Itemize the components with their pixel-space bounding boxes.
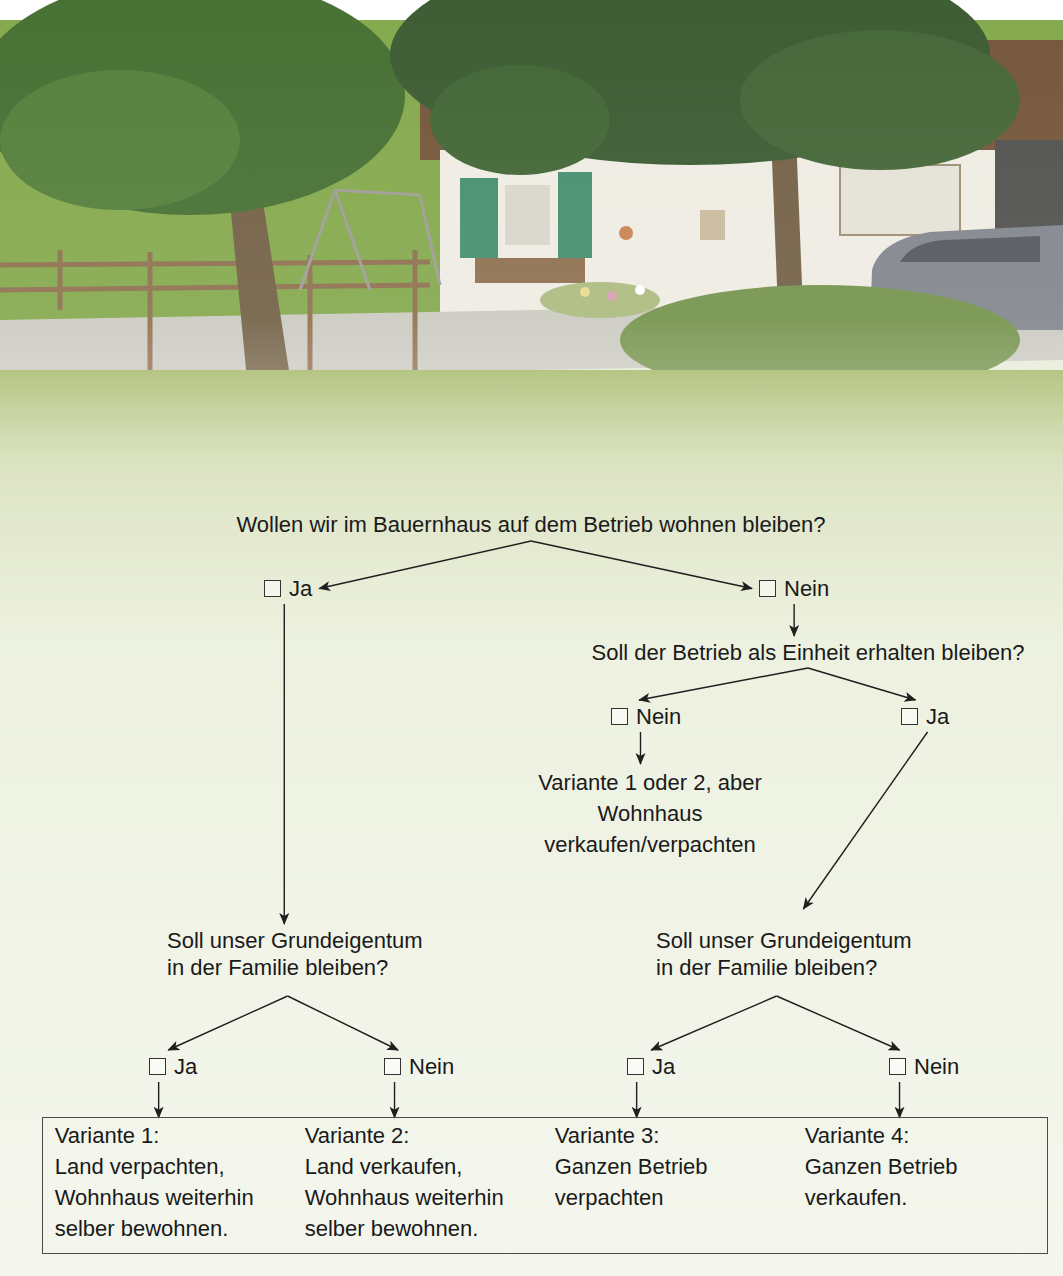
flow-arrow [651, 996, 776, 1050]
question-text: Wollen wir im Bauernhaus auf dem Betrieb… [236, 511, 825, 538]
answer-option: Ja [264, 575, 312, 602]
flow-arrow [319, 541, 531, 589]
flow-arrow [803, 732, 927, 909]
node-label: Ganzen Betrieb verpachten [555, 1151, 787, 1213]
answer-option: Nein [384, 1053, 454, 1080]
variant-heading: Variante 2: [305, 1120, 537, 1151]
node-label: Nein [636, 703, 681, 730]
node-label: Nein [409, 1053, 454, 1080]
flow-arrow [640, 732, 641, 764]
variants-frame: Variante 1:Land verpachten, Wohnhaus wei… [42, 1117, 1048, 1254]
checkbox [384, 1058, 401, 1075]
answer-option: Nein [759, 575, 829, 602]
flow-arrow [284, 604, 285, 924]
checkbox [889, 1058, 906, 1075]
node-label: Ja [926, 703, 949, 730]
node-label: Wollen wir im Bauernhaus auf dem Betrieb… [236, 511, 825, 538]
question-text: Soll unser Grundeigentum in der Familie … [656, 927, 924, 981]
variant-heading: Variante 4: [805, 1120, 1037, 1151]
node-label: Ja [289, 575, 312, 602]
answer-option: Ja [627, 1053, 675, 1080]
checkbox [901, 708, 918, 725]
checkbox [149, 1058, 166, 1075]
node-label: Land verpachten, Wohnhaus weiterhin selb… [55, 1151, 287, 1244]
flow-arrow [793, 604, 794, 636]
variant-box: Variante 2:Land verkaufen, Wohnhaus weit… [305, 1118, 537, 1244]
flow-arrow [636, 1082, 637, 1118]
node-label: Soll unser Grundeigentum in der Familie … [656, 927, 924, 981]
checkbox [759, 580, 776, 597]
node-label: Ganzen Betrieb verkaufen. [805, 1151, 1037, 1213]
variant-box: Variante 4:Ganzen Betrieb verkaufen. [805, 1118, 1037, 1213]
node-label: Land verkaufen, Wohnhaus weiterhin selbe… [305, 1151, 537, 1244]
node-label: Variante 1 oder 2, aber Wohnhaus verkauf… [537, 767, 763, 860]
flow-arrow [899, 1082, 900, 1118]
flow-arrow [531, 541, 752, 589]
question-text: Soll unser Grundeigentum in der Familie … [167, 927, 435, 981]
variant-heading: Variante 3: [555, 1120, 787, 1151]
node-label: Nein [784, 575, 829, 602]
node-label: Soll der Betrieb als Einheit erhalten bl… [592, 639, 1025, 666]
checkbox [627, 1058, 644, 1075]
answer-option: Ja [901, 703, 949, 730]
flow-arrow [288, 996, 398, 1050]
question-text: Soll der Betrieb als Einheit erhalten bl… [592, 639, 1025, 666]
node-label: Nein [914, 1053, 959, 1080]
flow-arrow [777, 996, 900, 1050]
checkbox [611, 708, 628, 725]
node-label: Ja [174, 1053, 197, 1080]
answer-option: Nein [611, 703, 681, 730]
flow-arrow [168, 996, 287, 1050]
node-label: Ja [652, 1053, 675, 1080]
node-label: Soll unser Grundeigentum in der Familie … [167, 927, 435, 981]
variant-heading: Variante 1: [55, 1120, 287, 1151]
variant-box: Variante 1:Land verpachten, Wohnhaus wei… [55, 1118, 287, 1244]
answer-option: Nein [889, 1053, 959, 1080]
flow-arrow [808, 668, 915, 700]
variant-box: Variante 3:Ganzen Betrieb verpachten [555, 1118, 787, 1213]
flow-arrow [639, 668, 808, 700]
outcome-text: Variante 1 oder 2, aber Wohnhaus verkauf… [537, 767, 763, 860]
flow-arrow [394, 1082, 395, 1118]
flow-arrow [158, 1082, 159, 1118]
checkbox [264, 580, 281, 597]
answer-option: Ja [149, 1053, 197, 1080]
